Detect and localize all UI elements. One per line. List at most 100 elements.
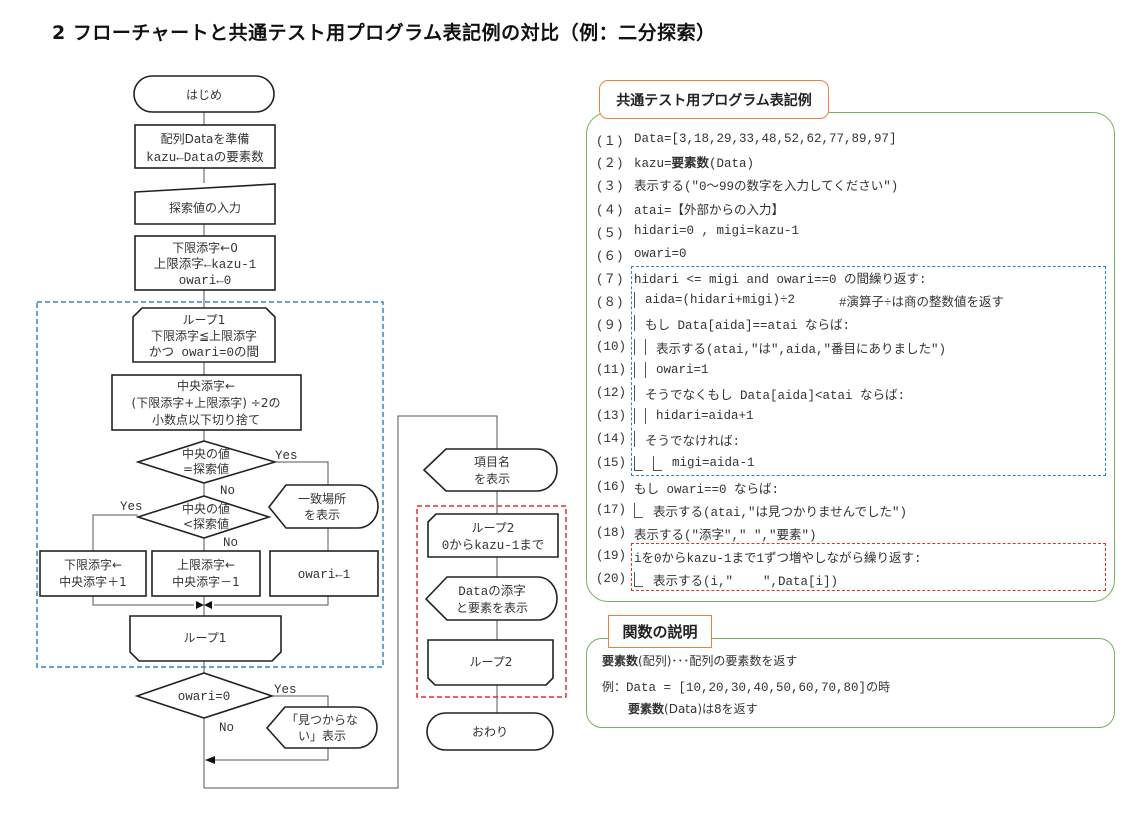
function-panel-tab: 関数の説明: [608, 615, 712, 648]
indent-guide: [634, 385, 635, 401]
program-loop1-box: [631, 266, 1106, 476]
owari1-process: [269, 550, 379, 597]
code-text: hidari=aida+1: [656, 409, 754, 423]
line-number: (１): [596, 134, 624, 149]
line-number: (20): [596, 572, 627, 586]
code-text: Data=[3,18,29,33,48,52,62,77,89,97]: [634, 132, 897, 146]
upper-process: [151, 550, 261, 597]
line-number: (17): [596, 503, 627, 517]
code-line: (13)hidari=aida+1: [596, 405, 754, 427]
code-line: (11)owari=1: [596, 359, 709, 381]
example-prefix: 例：: [602, 680, 627, 694]
line-number: (５): [596, 226, 624, 241]
code-text: aida=(hidari+migi)÷2: [645, 293, 796, 307]
indent-guide: [634, 339, 635, 355]
init-label-1: 下限添字←0: [172, 240, 238, 255]
loop1-group-box: [36, 301, 384, 668]
display-notfound: [265, 706, 378, 749]
code-text: hidari <= migi and owari==0 の間繰り返す:: [634, 272, 927, 287]
mid-label-2: (下限添字+上限添字) ÷2の: [132, 395, 281, 410]
code-text: もし owari==0 ならば:: [634, 482, 780, 497]
dec2-label-1: 中央の値: [182, 501, 230, 516]
decision-owari: [134, 672, 275, 719]
prep-label-2: kazu←Dataの要素数: [146, 149, 264, 165]
found-label-1: 一致場所: [298, 492, 346, 506]
indent-guide: [634, 292, 635, 308]
upper-label-2: 中央添字－1: [172, 574, 240, 589]
loop1-end: [129, 615, 282, 662]
code-text: kazu=要素数(Data): [634, 154, 755, 171]
loop2-head-label-2: 0からkazu-1まで: [442, 538, 545, 553]
code-line: (18) 表示する("添字"," ","要素"): [596, 522, 817, 544]
lower-label-1: 下限添字←: [64, 557, 122, 572]
example-code: Data = [10,20,30,40,50,60,70,80]: [626, 681, 867, 695]
decision-equal: [135, 440, 278, 484]
indent-guide: [645, 408, 646, 424]
code-line: (19)iを0からkazu-1まで1ずつ増やしながら繰り返す:: [596, 545, 922, 567]
function-desc: (配列)･･･配列の要素数を返す: [638, 654, 798, 668]
show-label-1: Dataの添字: [458, 583, 526, 599]
line-number: (19): [596, 549, 627, 563]
code-line: (２) kazu=要素数(Data): [596, 150, 754, 172]
loop1-head-label-2: 下限添字≦上限添字: [151, 328, 257, 343]
program-loop2-box: [631, 543, 1106, 591]
mid-label-1: 中央添字←: [177, 378, 235, 393]
program-panel-tab: 共通テスト用プログラム表記例: [599, 80, 829, 119]
code-text: 表示する(atai,"は",aida,"番目にありました"): [656, 342, 947, 357]
connector-lines: [92, 112, 498, 789]
input-label: 探索値の入力: [169, 200, 241, 215]
loop2-end: [427, 639, 554, 686]
dec3-label: owari=0: [178, 690, 231, 704]
notfound-label-1: 「見つからな: [286, 713, 358, 727]
loop1-head: [132, 307, 276, 363]
code-line: (17) 表示する(atai,"は見つかりませんでした"): [596, 499, 907, 521]
loop1-head-label-3: かつ owari=0の間: [149, 345, 259, 360]
function-name: 要素数: [602, 654, 639, 668]
line-number: (18): [596, 526, 627, 540]
line-number: (２): [596, 156, 624, 171]
notfound-label-2: い」表示: [298, 729, 346, 743]
dec1-label-1: 中央の値: [182, 446, 230, 461]
init-label-3: owari←0: [179, 274, 232, 288]
indent-guide: [634, 431, 635, 447]
indent-end-guide: [634, 455, 643, 471]
code-text: 表示する(atai,"は見つかりませんでした"): [653, 505, 908, 520]
lower-label-2: 中央添字＋1: [59, 574, 127, 589]
display-data: [424, 576, 558, 621]
merge-arrow-left: [196, 601, 204, 609]
function-panel: [586, 638, 1115, 728]
loop2-group-box: [416, 505, 567, 698]
code-line: (20)表示する(i," ",Data[i]): [596, 568, 838, 590]
line-number: (８): [596, 295, 624, 310]
page-title: 2 フローチャートと共通テスト用プログラム表記例の対比（例：二分探索）: [52, 22, 716, 44]
code-text: 表示する("添字"," ","要素"): [634, 528, 817, 543]
lower-process: [39, 550, 147, 597]
display-found: [267, 484, 379, 529]
code-text: もし Data[aida]==atai ならば:: [645, 318, 851, 333]
line-number: (７): [596, 272, 624, 287]
code-line: (12)そうでなくもし Data[aida]<atai ならば:: [596, 382, 905, 404]
code-text: そうでなければ:: [645, 434, 741, 449]
code-line: (３) 表示する("0～99の数字を入力してください"): [596, 173, 898, 195]
indent-end-guide: [634, 571, 643, 587]
header-label-1: 項目名: [474, 454, 510, 469]
dec1-label-2: =探索値: [183, 461, 229, 476]
line-number: (15): [596, 456, 627, 470]
indent-guide: [645, 339, 646, 355]
return-arrow: [205, 756, 215, 764]
line-number: (３): [596, 179, 624, 194]
display-header: [422, 448, 558, 492]
show-label-2: と要素を表示: [456, 601, 528, 615]
example-function-name: 要素数: [628, 702, 665, 716]
indent-guide: [634, 362, 635, 378]
dec2-label-2: <探索値: [183, 516, 229, 531]
function-desc-line-2: 例：Data = [10,20,30,40,50,60,70,80]の時: [602, 678, 890, 695]
line-number: (４): [596, 203, 624, 218]
code-line: (８)aida=(hidari+migi)÷2#演算子÷は商の整数値を返す: [596, 289, 1004, 311]
loop2-head: [427, 513, 559, 558]
flowchart: はじめ 配列Dataを準備 kazu←Dataの要素数 探索値の入力 下限添字←…: [36, 75, 567, 789]
merge-arrow-right: [204, 601, 212, 609]
code-text: 表示する("0～99の数字を入力してください"): [634, 179, 899, 194]
found-label-2: を表示: [304, 508, 340, 522]
loop1-head-label-1: ループ1: [183, 313, 226, 327]
